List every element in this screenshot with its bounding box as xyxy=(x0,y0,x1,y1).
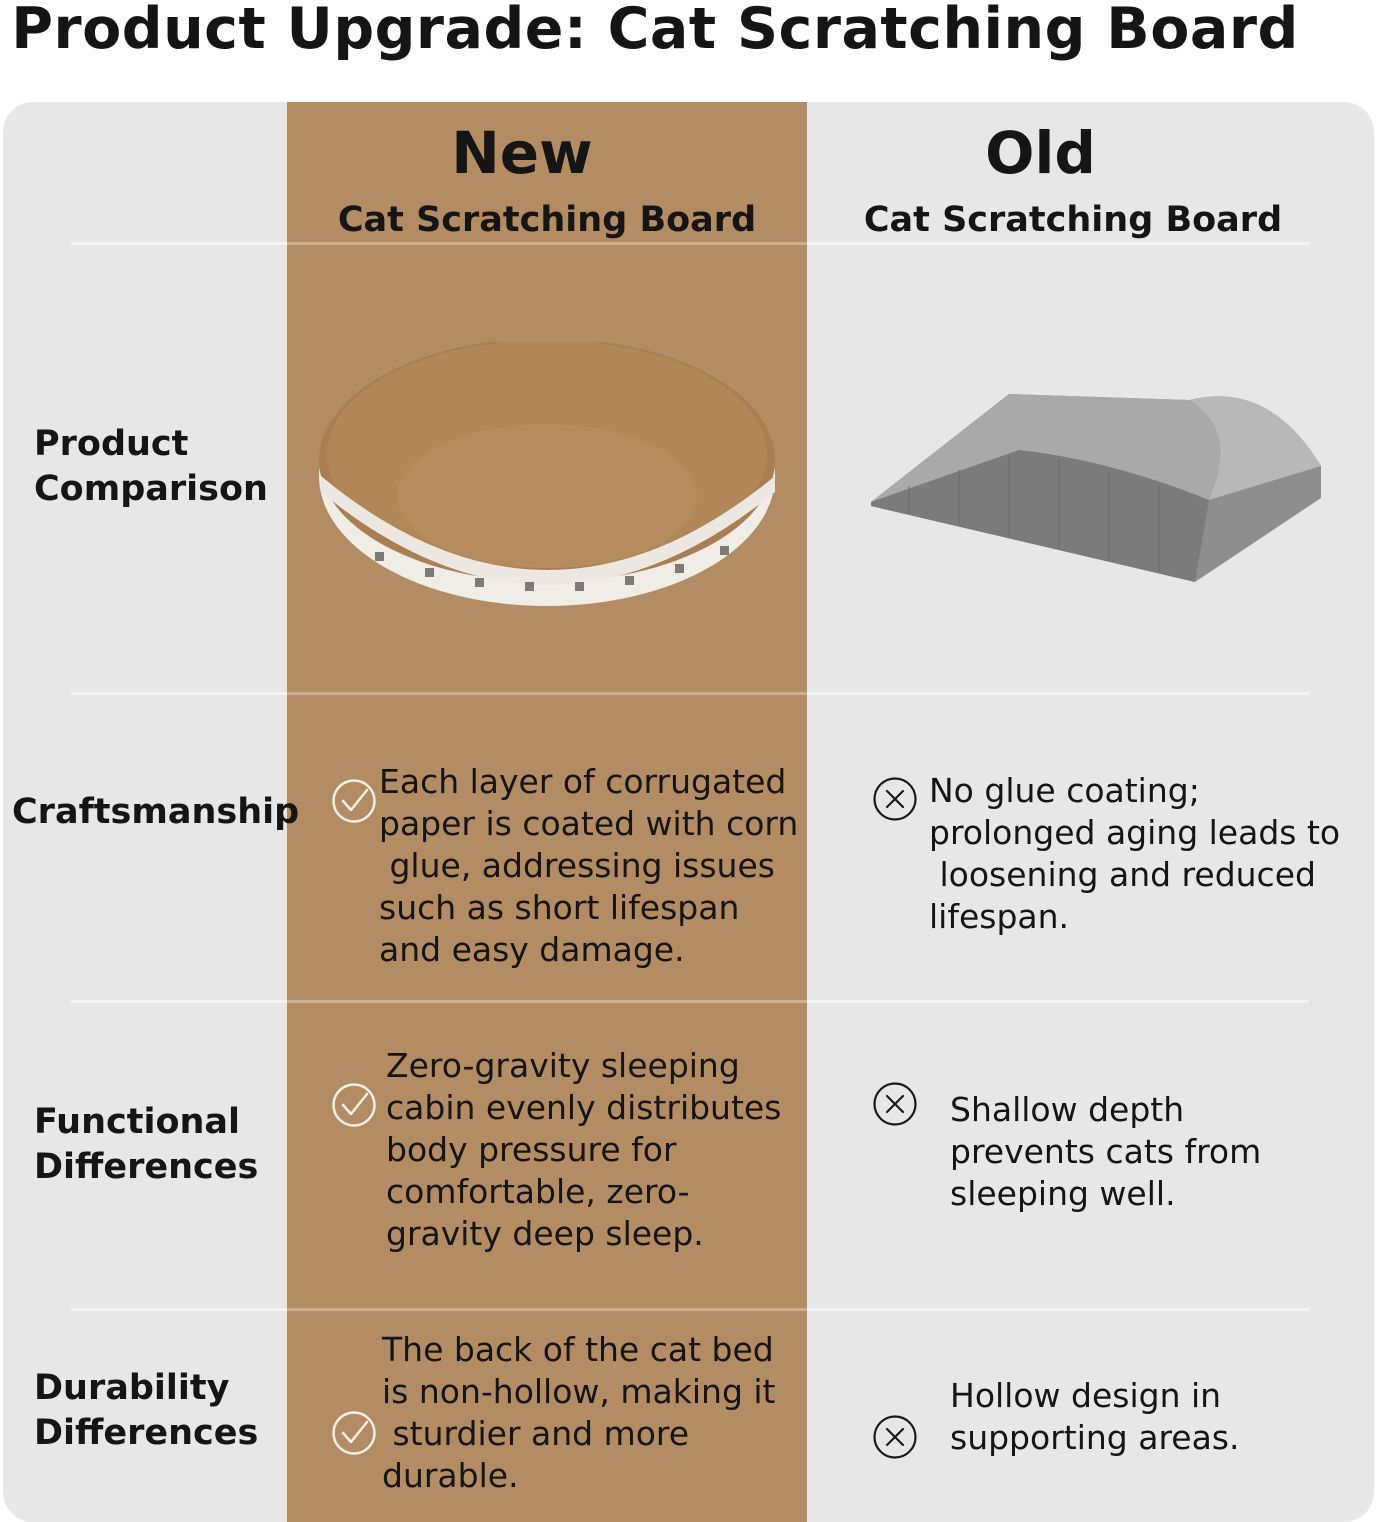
header-old: Old Cat Scratching Board xyxy=(807,124,1339,240)
row-divider xyxy=(71,1308,1309,1311)
row-divider xyxy=(71,242,1309,245)
row-label-craftsmanship: Craftsmanship xyxy=(12,792,300,832)
cross-icon xyxy=(873,777,917,821)
header-new-sublabel: Cat Scratching Board xyxy=(337,200,757,240)
check-icon xyxy=(332,1083,376,1127)
craftsmanship-old-text: No glue coating; prolonged aging leads t… xyxy=(929,771,1341,936)
row-label-functional: Functional Differences xyxy=(34,1102,259,1187)
header-old-label: Old xyxy=(985,119,1096,187)
row-divider xyxy=(71,1000,1309,1003)
check-icon xyxy=(332,1411,376,1455)
craftsmanship-new-text: Each layer of corrugated paper is coated… xyxy=(379,762,799,969)
new-column-background xyxy=(287,102,807,1522)
cross-icon xyxy=(873,1082,917,1126)
header-new: New Cat Scratching Board xyxy=(287,124,807,240)
row-divider xyxy=(71,692,1309,695)
comparison-table: New Cat Scratching Board Old Cat Scratch… xyxy=(3,102,1374,1522)
functional-new-text: Zero-gravity sleeping cabin evenly distr… xyxy=(386,1046,782,1253)
row-label-durability: Durability Differences xyxy=(34,1368,259,1453)
header-new-label: New xyxy=(451,119,593,187)
durability-new-text: The back of the cat bed is non-hollow, m… xyxy=(382,1330,776,1495)
header-old-sublabel: Cat Scratching Board xyxy=(863,200,1283,240)
cross-icon xyxy=(873,1415,917,1459)
page-title: Product Upgrade: Cat Scratching Board xyxy=(11,0,1299,62)
new-bowl-bed-image xyxy=(319,342,775,606)
row-label-product-comparison: Product Comparison xyxy=(34,424,268,509)
durability-old-text: Hollow design in supporting areas. xyxy=(950,1376,1240,1457)
check-icon xyxy=(332,779,376,823)
functional-old-text: Shallow depth prevents cats from sleepin… xyxy=(950,1090,1262,1213)
old-scratch-board-image xyxy=(871,394,1321,582)
